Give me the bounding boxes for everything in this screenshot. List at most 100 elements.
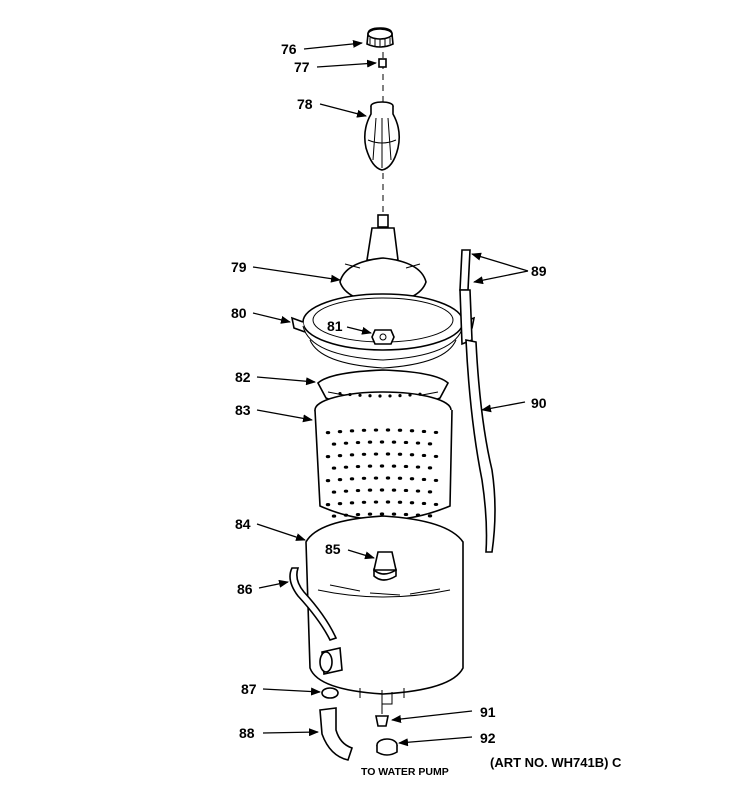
basket-hole [337,477,343,482]
basket-hole [361,500,367,504]
callout-92: 92 [480,730,496,746]
callout-91: 91 [480,704,496,720]
part-77-nut [378,58,387,68]
basket-hole [415,489,421,493]
basket-hole [391,464,397,468]
basket-hole [325,503,331,507]
basket-hole [421,501,427,506]
callout-80: 80 [231,305,247,321]
part-79-agitator [339,214,427,305]
basket-hole [415,441,421,445]
basket-hole [379,488,385,492]
basket-hole [325,455,331,459]
part-85-drain-fitting [373,551,397,581]
part-84-outer-tub [305,515,464,695]
leader-89b [473,270,529,285]
basket-hole [343,465,349,469]
basket-hole [433,478,439,483]
basket-hole [403,440,409,445]
basket-hole [397,500,403,504]
basket-hole [373,500,379,504]
ring-hole [378,394,382,398]
basket-hole [325,431,331,435]
basket-hole [427,466,433,470]
basket-hole [397,428,403,432]
basket-hole [385,428,391,432]
part-90-strap [465,339,496,553]
basket-hole [349,429,355,433]
basket-hole [361,476,367,480]
basket-hole [367,488,373,492]
ring-hole [408,393,412,397]
callout-76: 76 [281,41,297,57]
basket-hole [361,452,367,456]
part-91-screw [375,704,389,727]
ring-hole [398,394,402,398]
part-88-elbow-hose [319,707,354,761]
tub-side-drain [319,647,343,675]
basket-hole [385,452,391,456]
part-87-clamp [321,687,339,699]
basket-hole [421,453,427,458]
part-89-brackets [459,249,473,346]
callout-79: 79 [231,259,247,275]
basket-hole [409,477,415,481]
basket-hole [367,464,373,468]
leader-88 [262,728,319,737]
ring-hole [418,392,422,396]
basket-hole [379,464,385,468]
part-76-cap [366,27,394,48]
leader-81 [346,326,372,335]
basket-hole [379,512,385,516]
leader-86 [258,579,289,589]
leader-77 [316,59,377,68]
leader-89a [471,252,529,272]
basket-hole [373,452,379,456]
basket-hole [433,454,439,459]
basket-hole [397,476,403,480]
basket-hole [337,501,343,506]
basket-hole [421,429,427,434]
basket-hole [373,476,379,480]
callout-83: 83 [235,402,251,418]
basket-hole [349,477,355,481]
basket-hole [415,513,421,517]
leader-76 [303,39,363,50]
basket-hole [325,479,331,483]
leader-91 [391,710,473,723]
leader-85 [347,549,375,560]
to-water-pump-note: TO WATER PUMP [361,766,449,778]
ring-hole [338,391,342,396]
basket-hole [409,429,415,433]
basket-hole [403,512,409,517]
callout-88: 88 [239,725,255,741]
basket-hole [397,452,403,456]
basket-hole [415,465,421,469]
basket-hole [367,440,373,444]
basket-hole [403,488,409,493]
basket-hole [331,466,337,470]
basket-hole [385,476,391,480]
callout-81: 81 [327,318,343,334]
basket-hole [337,453,343,458]
basket-hole [331,490,337,494]
callout-78: 78 [297,96,313,112]
basket-hole [421,477,427,482]
basket-hole [355,488,361,493]
leader-79 [252,266,341,283]
basket-hole [343,441,349,445]
basket-hole [427,490,433,494]
basket-hole [331,514,337,518]
leader-84 [256,523,306,541]
basket-hole [391,512,397,516]
basket-hole [385,500,391,504]
art-number: (ART NO. WH741B) C [490,755,622,770]
callout-85: 85 [325,541,341,557]
callout-82: 82 [235,369,251,385]
callout-90: 90 [531,395,547,411]
ring-hole [368,394,372,398]
callout-77: 77 [294,59,310,75]
leader-80 [252,312,291,324]
basket-hole [433,430,439,435]
basket-hole [349,501,355,505]
